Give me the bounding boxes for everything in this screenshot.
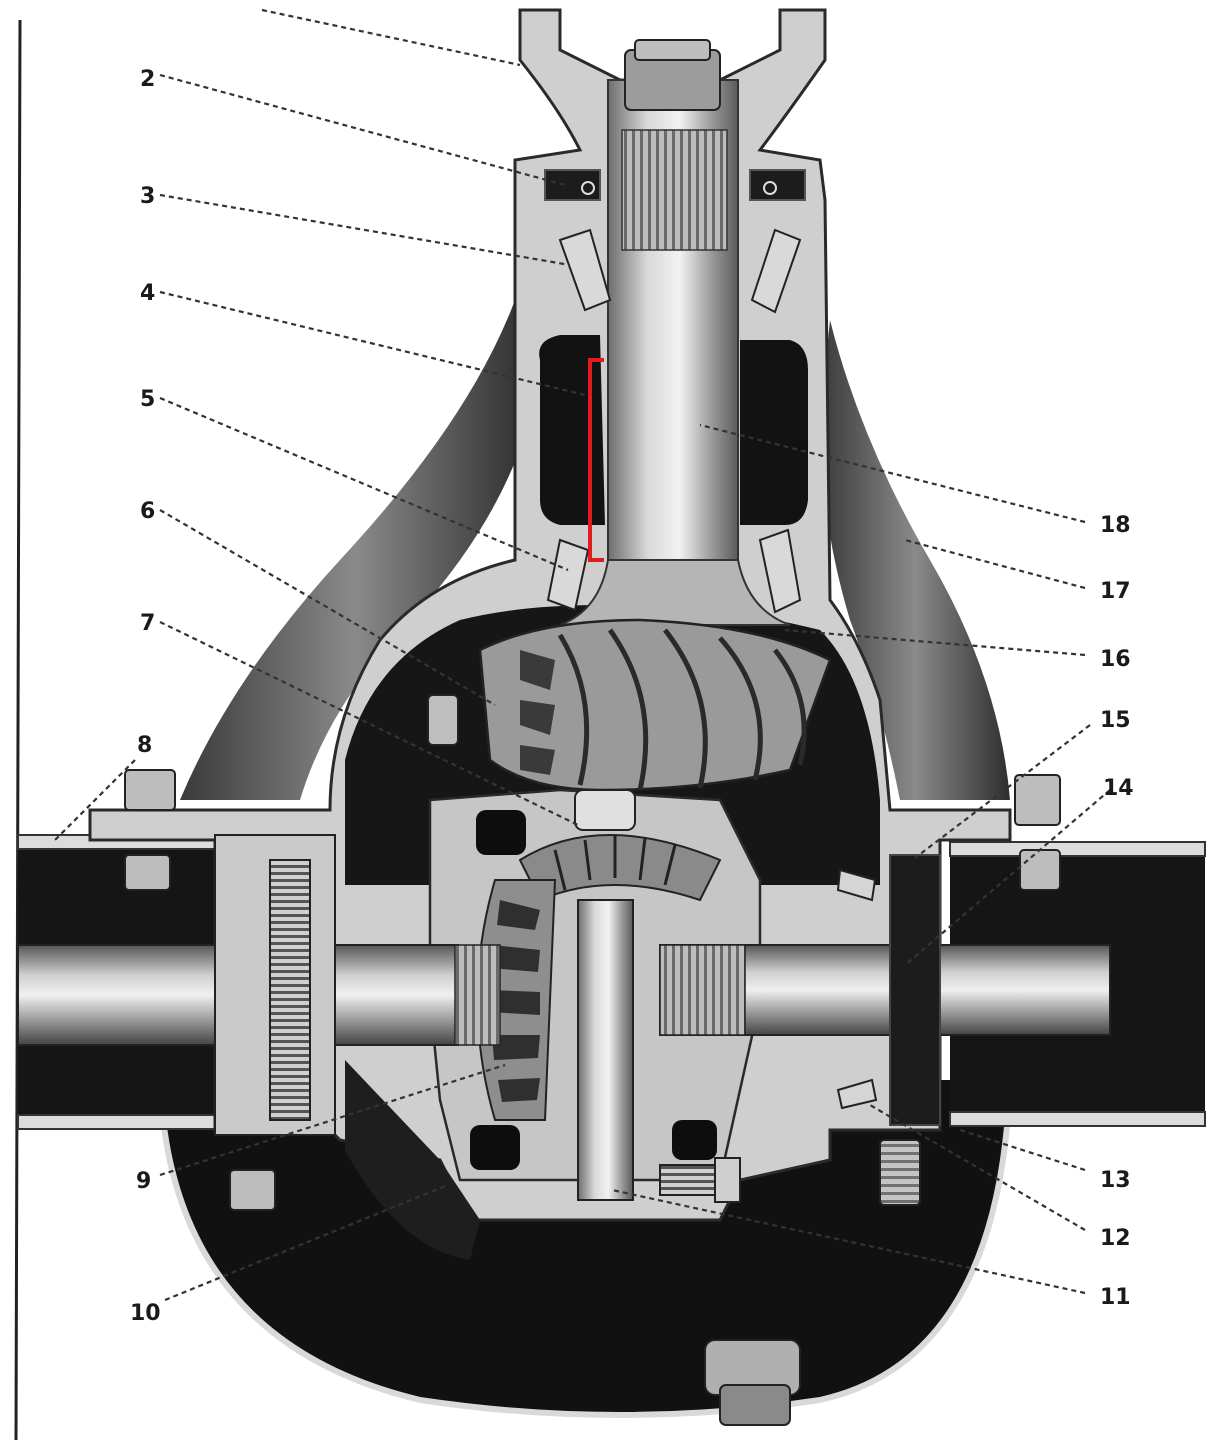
flange-nut-right-mid — [1019, 849, 1061, 891]
leader-9 — [159, 1063, 506, 1177]
oil-seal-left — [544, 169, 601, 201]
leader-5 — [159, 396, 569, 572]
axle-tube-right-shell — [949, 841, 1206, 857]
leader-6 — [159, 509, 496, 706]
axle-tube-right-shell-bottom — [949, 1111, 1206, 1127]
axle-tube-left-shell-bottom — [17, 1114, 219, 1130]
leader-7 — [159, 621, 579, 826]
leader-lines — [54, 8, 1111, 1302]
ring-gear-bolt — [427, 694, 459, 746]
ring-gear-teeth — [557, 628, 807, 791]
callout-4: 4 — [140, 281, 155, 306]
diff-pinion-top-teeth — [553, 836, 677, 891]
callout-2: 2 — [140, 67, 155, 92]
callout-15: 15 — [1100, 708, 1131, 733]
callout-labels: 2 3 4 5 6 7 8 9 10 11 12 13 14 15 16 17 … — [130, 67, 1134, 1326]
case-block-top-left — [476, 810, 526, 855]
ring-gear — [478, 618, 832, 792]
left-border-line — [14, 19, 22, 1441]
callout-11: 11 — [1100, 1285, 1131, 1310]
side-bearing-roller-right-bottom — [836, 1078, 878, 1110]
side-gear-left-teeth — [490, 900, 540, 1102]
leader-10 — [164, 1183, 449, 1302]
callout-17: 17 — [1100, 579, 1131, 604]
axle-shaft-right-splines — [659, 944, 746, 1036]
leader-3 — [159, 193, 571, 267]
lower-cavity — [345, 1060, 480, 1260]
callout-14: 14 — [1103, 776, 1134, 801]
lock-pin-bolt-head — [714, 1157, 741, 1203]
leader-15 — [914, 724, 1091, 859]
leader-4 — [159, 290, 586, 397]
drain-plug-head — [719, 1384, 791, 1426]
callout-5: 5 — [140, 387, 155, 412]
pinion-flare — [559, 559, 791, 626]
callout-9: 9 — [136, 1169, 151, 1194]
flange-nut-left-lower — [124, 854, 171, 891]
diff-pinion-top-hub — [574, 789, 636, 831]
housing-web-right — [820, 320, 1010, 800]
callout-13: 13 — [1100, 1168, 1131, 1193]
callout-6: 6 — [140, 499, 155, 524]
leader-12 — [869, 1104, 1086, 1231]
bearing-cavity-right — [740, 340, 808, 525]
axle-shaft-left-splines — [454, 944, 501, 1046]
cover-rim — [157, 1079, 1013, 1418]
pinion-shaft-splines — [621, 129, 728, 251]
case-block-bottom-right — [672, 1120, 717, 1160]
leader-17 — [904, 538, 1086, 590]
pinion-cross-shaft — [577, 899, 634, 1201]
flange-nut-left-top — [124, 769, 176, 811]
leader-13 — [959, 1128, 1086, 1172]
callout-3: 3 — [140, 184, 155, 209]
leader-2 — [159, 73, 566, 187]
callout-7: 7 — [140, 611, 155, 636]
side-bearing-right — [889, 854, 941, 1126]
diff-pinion-gear-top — [518, 834, 722, 902]
callout-18: 18 — [1100, 513, 1131, 538]
callout-10: 10 — [130, 1301, 161, 1326]
leader-18 — [699, 423, 1086, 524]
flange-stud-left — [269, 859, 311, 1121]
side-bearing-roller-right-top — [836, 868, 877, 902]
callout-12: 12 — [1100, 1226, 1131, 1251]
bearing-cavity-left — [539, 335, 605, 525]
rear-pinion-bearing — [546, 528, 802, 614]
flange-nut-right-bottom — [879, 1139, 921, 1206]
seal-spring-left — [581, 181, 595, 195]
seal-spring-right — [763, 181, 777, 195]
front-pinion-bearing — [558, 228, 802, 314]
callout-8: 8 — [137, 733, 152, 758]
leader-8 — [54, 759, 136, 841]
case-block-bottom-left — [470, 1125, 520, 1170]
highlight-bracket — [588, 358, 604, 562]
flange-nut-right-top — [1014, 774, 1061, 826]
leader-1 — [261, 8, 521, 67]
oil-seal-right — [749, 169, 806, 201]
pinion-nut-top — [634, 39, 711, 61]
callout-16: 16 — [1100, 647, 1131, 672]
flange-nut-left-bottom — [229, 1169, 276, 1211]
ring-gear-side-teeth — [520, 650, 555, 775]
